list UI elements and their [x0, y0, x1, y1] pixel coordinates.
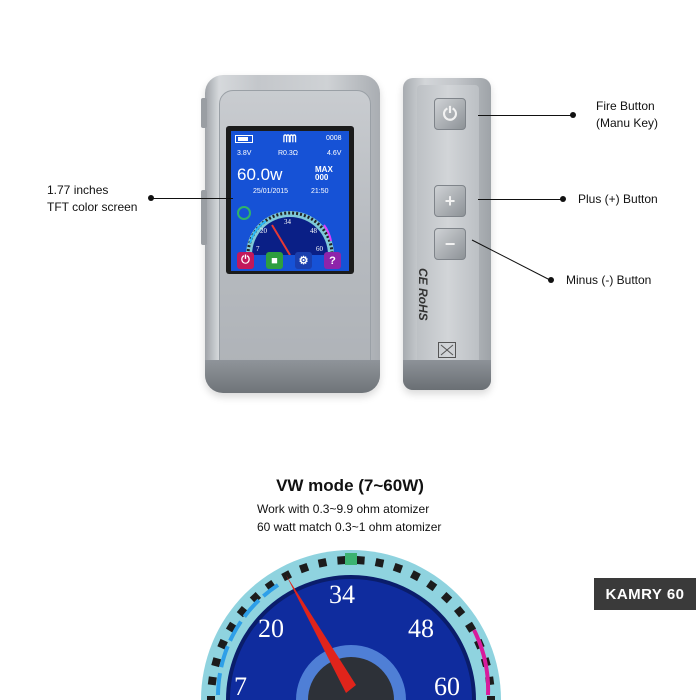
power-icon[interactable]: ⏻ — [237, 252, 254, 269]
vw-mode-title: VW mode (7~60W) — [276, 476, 424, 495]
ce-rohs-mark: CE RoHS — [416, 268, 430, 321]
small-gauge-ticks-ring — [246, 211, 334, 255]
small-gauge-tick-60: 60 — [316, 245, 324, 253]
puff-count: 0008 — [326, 135, 342, 142]
big-gauge-tick-square — [487, 696, 495, 700]
side-key-lower — [201, 190, 207, 245]
big-gauge-tick-square — [426, 580, 438, 592]
small-gauge-tick-48: 48 — [310, 227, 318, 235]
big-gauge-tick-square — [317, 558, 328, 568]
big-gauge-tick-square — [374, 558, 385, 568]
big-gauge-tick-34: 34 — [329, 580, 355, 609]
small-gauge-tick-20: 20 — [260, 227, 268, 235]
resistance-readout: R0.3Ω — [278, 150, 299, 157]
device-front-base — [205, 360, 380, 393]
device-side-base — [403, 360, 491, 390]
vw-mode-line1: Work with 0.3~9.9 ohm atomizer — [257, 502, 430, 516]
big-gauge-tick-square — [207, 696, 215, 700]
kamry-badge: KAMRY 60 — [594, 578, 696, 610]
max-label: MAX — [315, 165, 333, 174]
minus-button[interactable]: − — [434, 228, 466, 260]
weee-icon — [438, 342, 456, 358]
big-gauge-tick-square — [465, 621, 477, 633]
big-gauge-tick-square — [207, 676, 217, 686]
big-gauge-tick-square — [211, 657, 222, 668]
side-key-upper — [201, 98, 207, 128]
output-voltage: 4.6V — [327, 150, 342, 157]
big-gauge-tick-7: 7 — [234, 672, 247, 700]
small-gauge-tick-7: 7 — [256, 245, 260, 253]
minus-callout-line — [471, 239, 554, 283]
max-value: 000 — [315, 173, 329, 182]
big-gauge-tick-square — [281, 570, 292, 582]
plus-callout: Plus (+) Button — [578, 192, 658, 206]
minus-callout: Minus (-) Button — [566, 273, 652, 287]
coil-icon: ᗰᗰ — [283, 134, 296, 145]
big-gauge-tick-48: 48 — [408, 614, 434, 643]
power-icon: ⏻ — [442, 103, 458, 124]
vw-mode-line2: 60 watt match 0.3~1 ohm atomizer — [257, 520, 442, 534]
big-gauge-tick-square — [410, 570, 421, 582]
screen-callout-line2: TFT color screen — [47, 200, 138, 214]
big-gauge-top-marker — [345, 553, 357, 565]
fire-button[interactable]: ⏻ — [434, 98, 466, 130]
wattage-readout: 60.0w — [237, 165, 283, 184]
big-gauge-tick-square — [298, 562, 310, 574]
fire-callout-line1: Fire Button — [596, 99, 655, 113]
plus-callout-line — [478, 199, 561, 200]
tft-screen: ᗰᗰ 0008 3.8V R0.3Ω 4.6V 60.0w MAX 000 25… — [231, 131, 349, 271]
small-gauge-tick-34: 34 — [284, 218, 292, 226]
battery-voltage: 3.8V — [237, 150, 252, 157]
big-gauge-tick-60: 60 — [434, 672, 460, 700]
plus-icon: + — [444, 190, 456, 211]
big-gauge-needle — [286, 575, 356, 693]
small-gauge-needle — [271, 224, 291, 255]
fire-callout-line — [478, 115, 571, 116]
settings-icon[interactable]: ⚙ — [295, 252, 312, 269]
fire-callout: Fire Button (Manu Key) — [596, 98, 658, 132]
lock-icon[interactable]: ■ — [266, 252, 283, 269]
big-gauge-tick-square — [453, 605, 466, 618]
fire-callout-line2: (Manu Key) — [596, 116, 659, 130]
big-gauge-tick-square — [337, 556, 346, 565]
big-gauge-tick-square — [440, 592, 453, 604]
battery-icon — [235, 135, 253, 143]
help-icon[interactable]: ? — [324, 252, 341, 269]
fire-callout-dot — [570, 112, 576, 118]
screen-callout: 1.77 inches TFT color screen — [47, 182, 137, 216]
screen-callout-line1: 1.77 inches — [47, 183, 109, 197]
date-readout: 25/01/2015 — [253, 188, 289, 195]
big-gauge-tick-20: 20 — [258, 614, 284, 643]
small-gauge: 7 20 34 48 60 — [237, 206, 334, 255]
screen-icon-row: ⏻ ■ ⚙ ? — [235, 252, 347, 270]
minus-icon: − — [444, 233, 456, 254]
big-gauge: 7 20 34 48 60 — [201, 550, 501, 700]
plus-button[interactable]: + — [434, 185, 466, 217]
big-gauge-tick-square — [217, 638, 228, 650]
mode-icon — [237, 206, 251, 220]
big-gauge-tick-square — [392, 562, 404, 574]
screen-callout-line — [151, 198, 233, 199]
plus-callout-dot — [560, 196, 566, 202]
time-readout: 21:50 — [311, 188, 329, 195]
big-gauge-tick-square — [356, 556, 365, 565]
